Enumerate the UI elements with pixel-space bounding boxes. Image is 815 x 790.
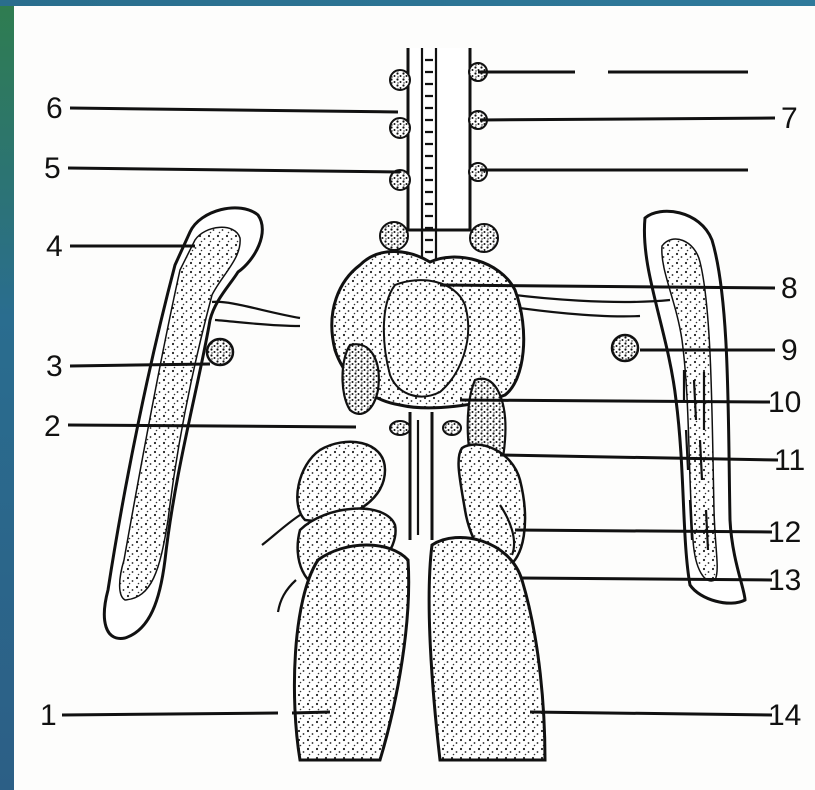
label-7: 7 <box>781 102 798 135</box>
label-4: 4 <box>46 230 63 263</box>
leader-13 <box>520 578 772 580</box>
leader-1a <box>62 713 278 715</box>
label-5: 5 <box>44 152 61 185</box>
leader-10 <box>460 400 770 402</box>
label-6: 6 <box>46 92 63 125</box>
leader-14 <box>530 712 772 715</box>
label-2: 2 <box>44 410 61 443</box>
left-organ <box>104 208 300 639</box>
label-8: 8 <box>781 272 798 305</box>
label-10: 10 <box>768 386 801 419</box>
leader-1b <box>292 712 330 713</box>
leader-7 <box>480 118 775 120</box>
leader-11 <box>500 455 778 460</box>
central-structure <box>262 48 545 760</box>
label-13: 13 <box>768 564 801 597</box>
leader-5 <box>68 168 400 172</box>
leader-2 <box>68 425 356 427</box>
label-14: 14 <box>768 699 801 732</box>
leader-3 <box>70 364 210 366</box>
label-12: 12 <box>768 516 801 549</box>
label-3: 3 <box>46 350 63 383</box>
label-9: 9 <box>781 334 798 367</box>
label-11: 11 <box>774 444 805 477</box>
leader-12 <box>515 530 772 532</box>
leader-6 <box>70 108 398 112</box>
label-1: 1 <box>40 699 57 732</box>
